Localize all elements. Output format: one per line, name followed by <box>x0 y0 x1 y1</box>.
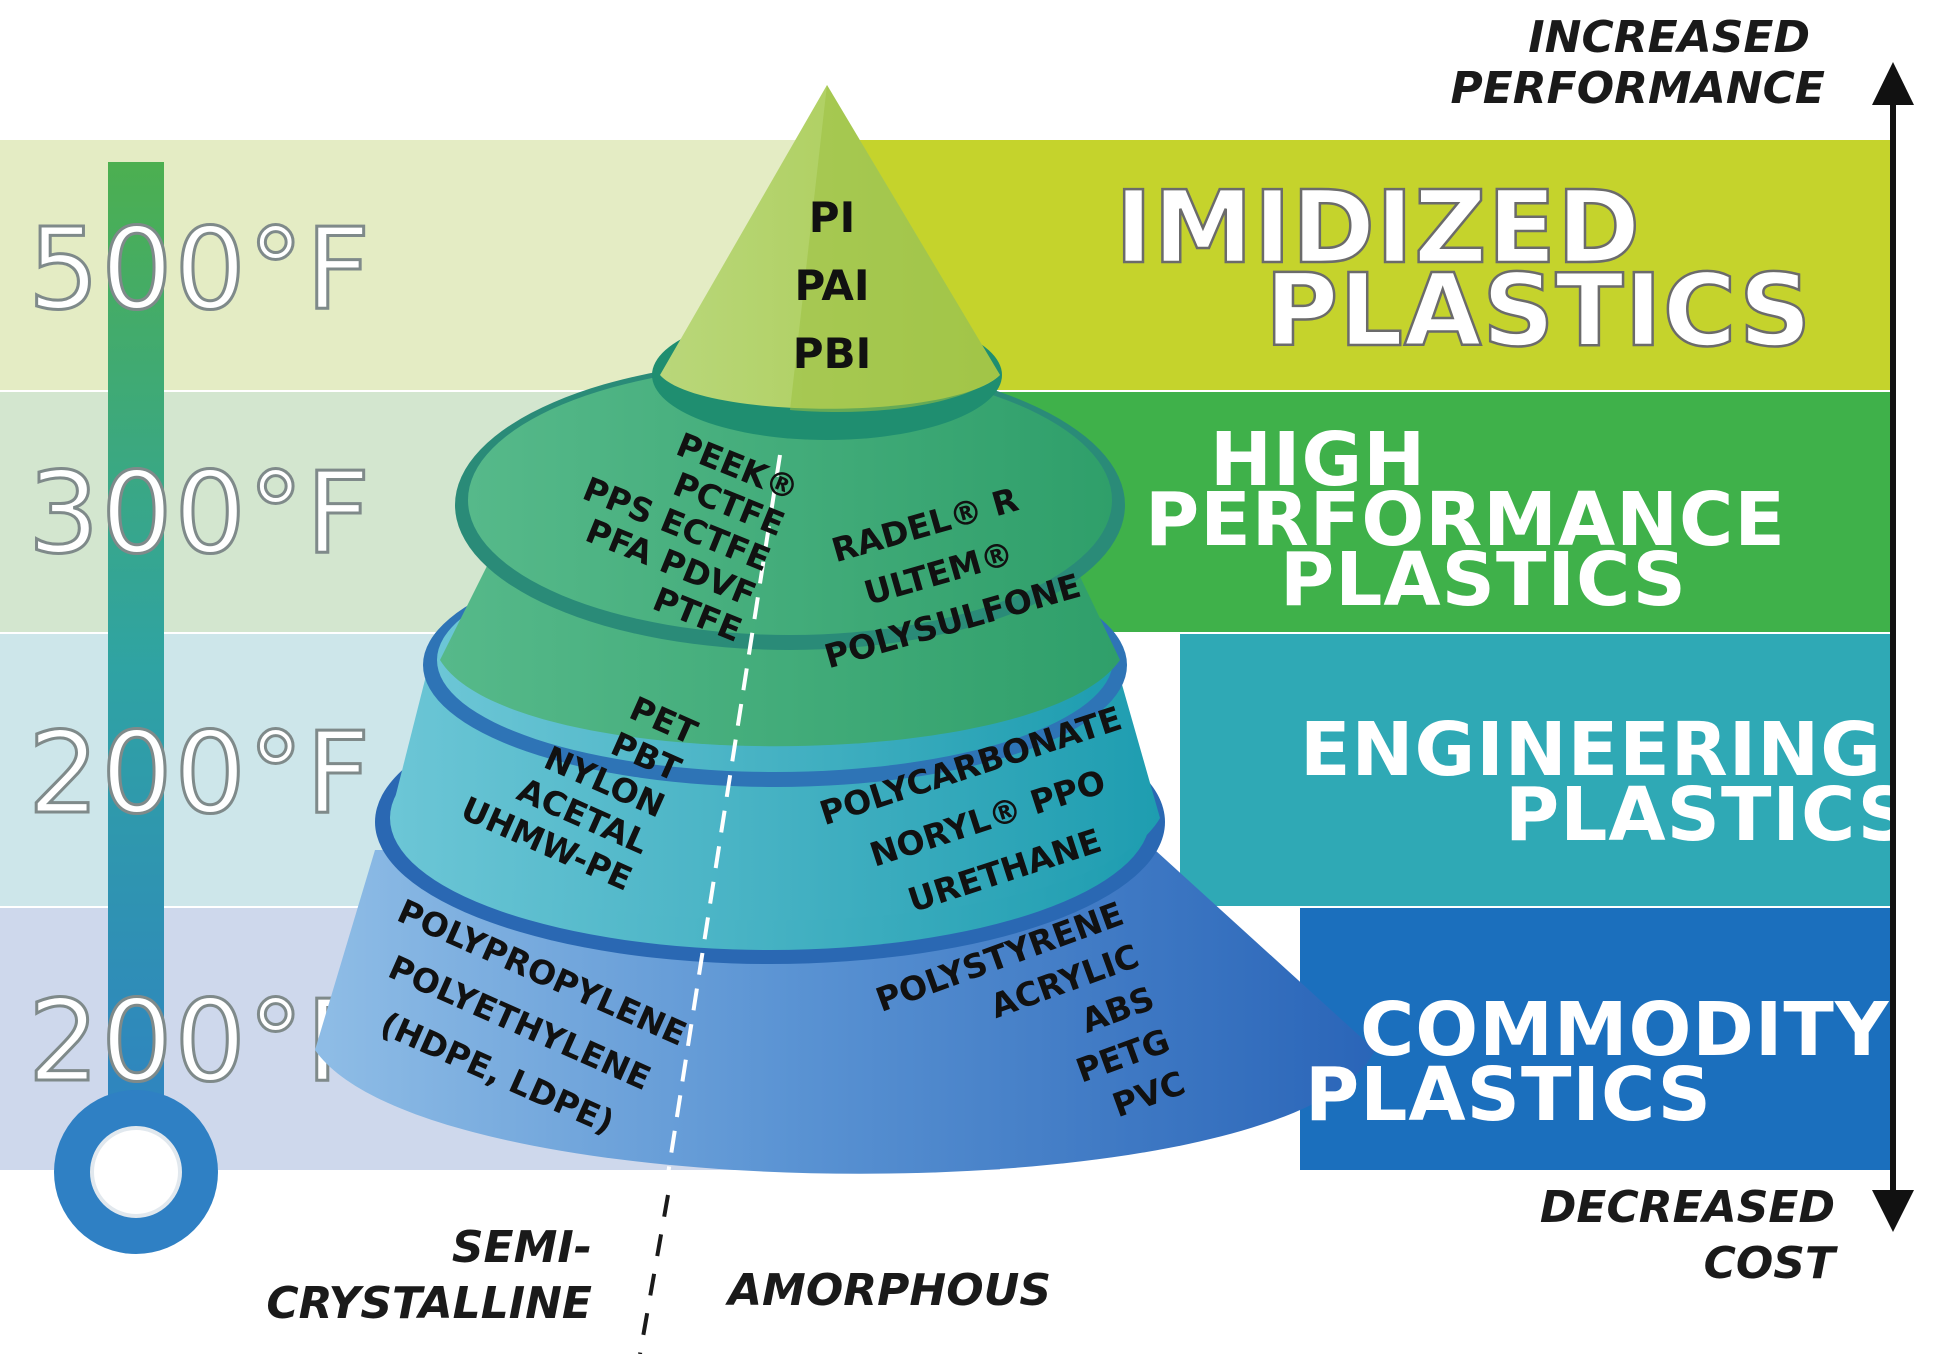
axis-top-line2: PERFORMANCE <box>1450 63 1825 114</box>
category-engineering-line2: PLASTICS <box>1505 772 1912 858</box>
crystallinity-divider <box>638 454 782 1355</box>
axis-arrow-down-icon <box>1872 1190 1914 1232</box>
category-high-line3: PLASTICS <box>1280 537 1687 623</box>
temp-label-300: 300°F <box>28 449 372 579</box>
cone-tip-shade <box>790 85 1000 413</box>
label-crystalline: CRYSTALLINE <box>266 1278 592 1329</box>
category-imidized-line2: PLASTICS <box>1265 252 1812 369</box>
axis-bottom-line1: DECREASED <box>1540 1182 1835 1233</box>
crystallinity-divider-outside <box>638 1194 670 1355</box>
axis-bottom-line2: COST <box>1704 1238 1838 1289</box>
category-commodity-line2: PLASTICS <box>1305 1052 1712 1138</box>
temp-label-500: 500°F <box>28 205 372 335</box>
axis-arrow-up-icon <box>1872 62 1914 105</box>
band-commodity <box>1300 908 1892 1170</box>
band-imidized <box>860 140 1892 390</box>
material-pbi: PBI <box>793 329 871 378</box>
category-engineering-line1: ENGINEERING <box>1300 707 1882 793</box>
band-engineering <box>1180 634 1892 906</box>
category-high-line2: PERFORMANCE <box>1145 477 1786 563</box>
material-pi: PI <box>809 193 855 242</box>
material-pai: PAI <box>794 261 869 310</box>
cone-face-high-performance <box>468 365 1112 635</box>
category-commodity-line1: COMMODITY <box>1360 987 1890 1073</box>
category-high-line1: HIGH <box>1210 417 1426 503</box>
axis-top-line1: INCREASED <box>1528 12 1810 63</box>
category-imidized-line1: IMIDIZED <box>1115 169 1641 286</box>
label-amorphous: AMORPHOUS <box>725 1265 1051 1316</box>
temp-label-200-engineering: 200°F <box>28 709 372 839</box>
thermometer-tube <box>108 162 164 1172</box>
label-semi: SEMI- <box>452 1222 592 1273</box>
temp-label-200-commodity: 200°F <box>28 977 372 1107</box>
thermometer-bulb-center <box>90 1126 182 1218</box>
band-high <box>1000 392 1892 632</box>
